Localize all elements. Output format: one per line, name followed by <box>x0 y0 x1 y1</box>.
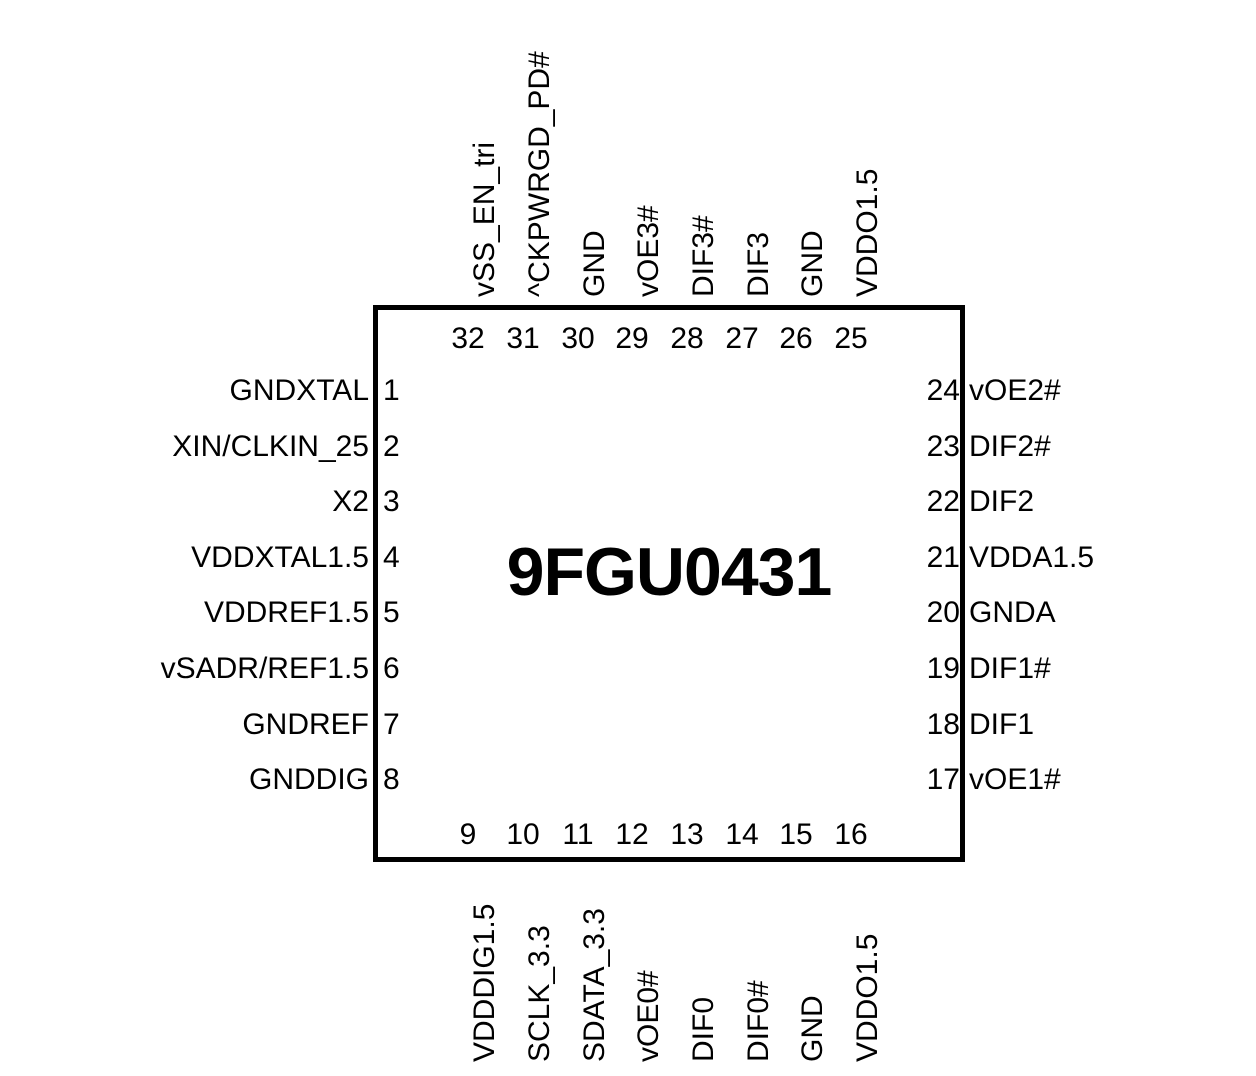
pin-number-18: 18 <box>926 708 960 741</box>
pin-number-27: 27 <box>725 322 759 355</box>
pin-name-10: SCLK_3.3 <box>523 925 556 1062</box>
pin-number-7: 7 <box>383 708 400 741</box>
pin-name-28: DIF3# <box>687 215 720 297</box>
pin-name-26: GND <box>796 230 829 297</box>
pin-name-31: ^CKPWRGD_PD# <box>523 51 556 297</box>
pin-number-20: 20 <box>926 596 960 629</box>
pin-name-7: GNDREF <box>242 708 369 741</box>
pin-name-2: XIN/CLKIN_25 <box>172 430 369 463</box>
pin-name-3: X2 <box>332 485 369 518</box>
pin-name-30: GND <box>578 230 611 297</box>
pin-name-18: DIF1 <box>969 708 1035 741</box>
pin-number-16: 16 <box>834 818 868 851</box>
pin-number-28: 28 <box>670 322 704 355</box>
pin-name-6: vSADR/REF1.5 <box>160 652 369 685</box>
pin-name-23: DIF2# <box>969 430 1051 463</box>
pin-name-25: VDDO1.5 <box>851 168 884 297</box>
pin-name-15: GND <box>796 995 829 1062</box>
pin-name-13: DIF0 <box>687 996 720 1062</box>
pin-number-3: 3 <box>383 485 400 518</box>
pin-number-17: 17 <box>926 763 960 796</box>
pin-number-2: 2 <box>383 430 400 463</box>
pin-name-4: VDDXTAL1.5 <box>191 541 369 574</box>
pin-name-9: VDDDIG1.5 <box>468 903 501 1062</box>
pin-name-1: GNDXTAL <box>229 374 369 407</box>
pin-name-14: DIF0# <box>742 980 775 1062</box>
pin-name-20: GNDA <box>969 596 1056 629</box>
pin-number-12: 12 <box>615 818 649 851</box>
pin-number-15: 15 <box>779 818 813 851</box>
chip-body-outline <box>373 305 965 862</box>
pin-number-25: 25 <box>834 322 868 355</box>
pin-number-10: 10 <box>506 818 540 851</box>
pin-number-9: 9 <box>459 818 477 851</box>
pin-name-16: VDDO1.5 <box>851 933 884 1062</box>
pin-number-6: 6 <box>383 652 400 685</box>
pin-number-14: 14 <box>725 818 759 851</box>
pin-name-29: vOE3# <box>632 205 665 297</box>
pin-name-17: vOE1# <box>969 763 1061 796</box>
pin-name-8: GNDDIG <box>249 763 369 796</box>
pin-name-21: VDDA1.5 <box>969 541 1095 574</box>
pin-number-1: 1 <box>383 374 400 407</box>
pin-name-19: DIF1# <box>969 652 1051 685</box>
pin-name-12: vOE0# <box>632 970 665 1062</box>
pin-number-29: 29 <box>615 322 649 355</box>
pin-name-5: VDDREF1.5 <box>203 596 369 629</box>
pin-name-27: DIF3 <box>742 231 775 297</box>
pin-number-26: 26 <box>779 322 813 355</box>
pin-number-4: 4 <box>383 541 400 574</box>
pin-number-13: 13 <box>670 818 704 851</box>
pin-number-30: 30 <box>561 322 595 355</box>
pin-number-5: 5 <box>383 596 400 629</box>
pin-number-21: 21 <box>926 541 960 574</box>
pin-number-8: 8 <box>383 763 400 796</box>
pin-number-32: 32 <box>451 322 485 355</box>
part-number-label: 9FGU0431 <box>506 534 833 610</box>
pin-number-22: 22 <box>926 485 960 518</box>
pin-number-11: 11 <box>562 818 594 851</box>
pin-name-32: vSS_EN_tri <box>468 141 501 297</box>
pin-name-24: vOE2# <box>969 374 1061 407</box>
pin-name-22: DIF2 <box>969 485 1035 518</box>
pin-number-24: 24 <box>926 374 960 407</box>
pin-name-11: SDATA_3.3 <box>578 908 611 1062</box>
pin-number-23: 23 <box>926 430 960 463</box>
pin-number-19: 19 <box>926 652 960 685</box>
pin-number-31: 31 <box>506 322 540 355</box>
